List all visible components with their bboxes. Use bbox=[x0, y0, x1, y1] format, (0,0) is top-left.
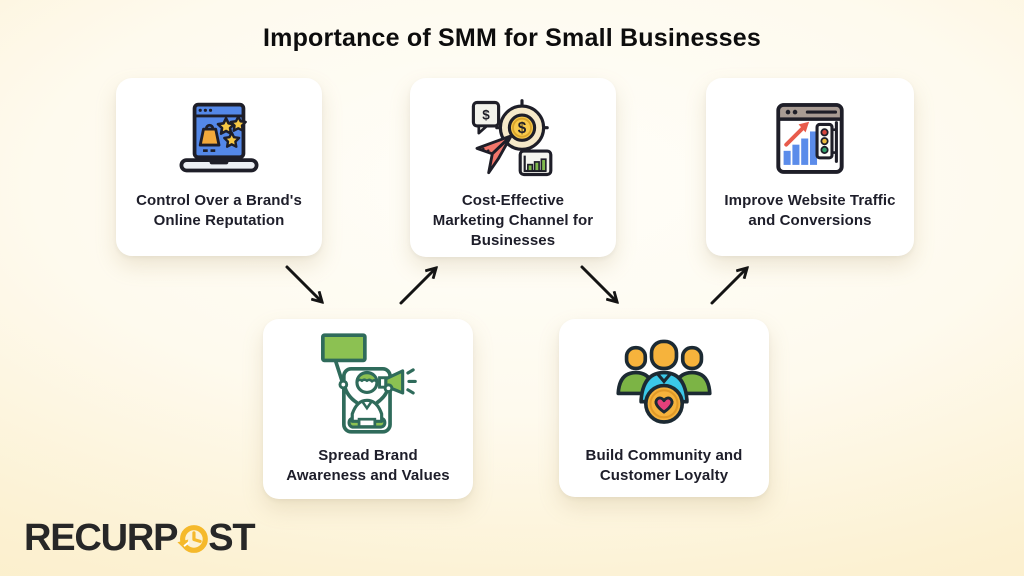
website-analytics-icon bbox=[776, 102, 844, 174]
card-brand-awareness: Spread Brand Awareness and Values bbox=[263, 319, 473, 499]
arrow-cost-to-community bbox=[580, 265, 616, 301]
logo-text-suffix: ST bbox=[208, 516, 255, 559]
clock-history-icon bbox=[177, 525, 209, 553]
icon-wrap bbox=[766, 94, 854, 182]
arrow-awareness-to-cost bbox=[399, 269, 435, 305]
svg-text:$: $ bbox=[482, 107, 490, 122]
megaphone-person-icon bbox=[321, 332, 417, 434]
laptop-reviews-icon bbox=[179, 102, 259, 172]
card-community-loyalty: Build Community and Customer Loyalty bbox=[559, 319, 769, 497]
logo-text-prefix: RECURP bbox=[24, 516, 178, 559]
card-label: Spread Brand Awareness and Values bbox=[286, 447, 450, 484]
card-label: Improve Website Traffic and Conversions bbox=[724, 192, 896, 229]
icon-wrap bbox=[172, 94, 266, 182]
card-brand-reputation: Control Over a Brand's Online Reputation bbox=[116, 78, 322, 256]
arrow-community-to-traffic bbox=[710, 269, 746, 305]
icon-wrap bbox=[310, 329, 426, 437]
people-heart-icon bbox=[616, 339, 712, 424]
card-label: Control Over a Brand's Online Reputation bbox=[136, 192, 302, 229]
icon-wrap: $ $ bbox=[468, 94, 558, 182]
svg-text:$: $ bbox=[518, 120, 527, 137]
recurpost-logo: RECURP ST bbox=[24, 516, 256, 559]
card-website-traffic: Improve Website Traffic and Conversions bbox=[706, 78, 914, 256]
page-title: Importance of SMM for Small Businesses bbox=[263, 24, 761, 52]
card-label: Cost-Effective Marketing Channel for Bus… bbox=[432, 192, 594, 249]
icon-wrap bbox=[612, 329, 716, 437]
target-dollar-icon: $ $ bbox=[471, 98, 553, 176]
card-cost-effective: $ $ Cost-Effective Marketing Channel for… bbox=[410, 78, 616, 257]
card-label: Build Community and Customer Loyalty bbox=[585, 447, 743, 484]
arrow-reputation-to-awareness bbox=[285, 265, 321, 301]
